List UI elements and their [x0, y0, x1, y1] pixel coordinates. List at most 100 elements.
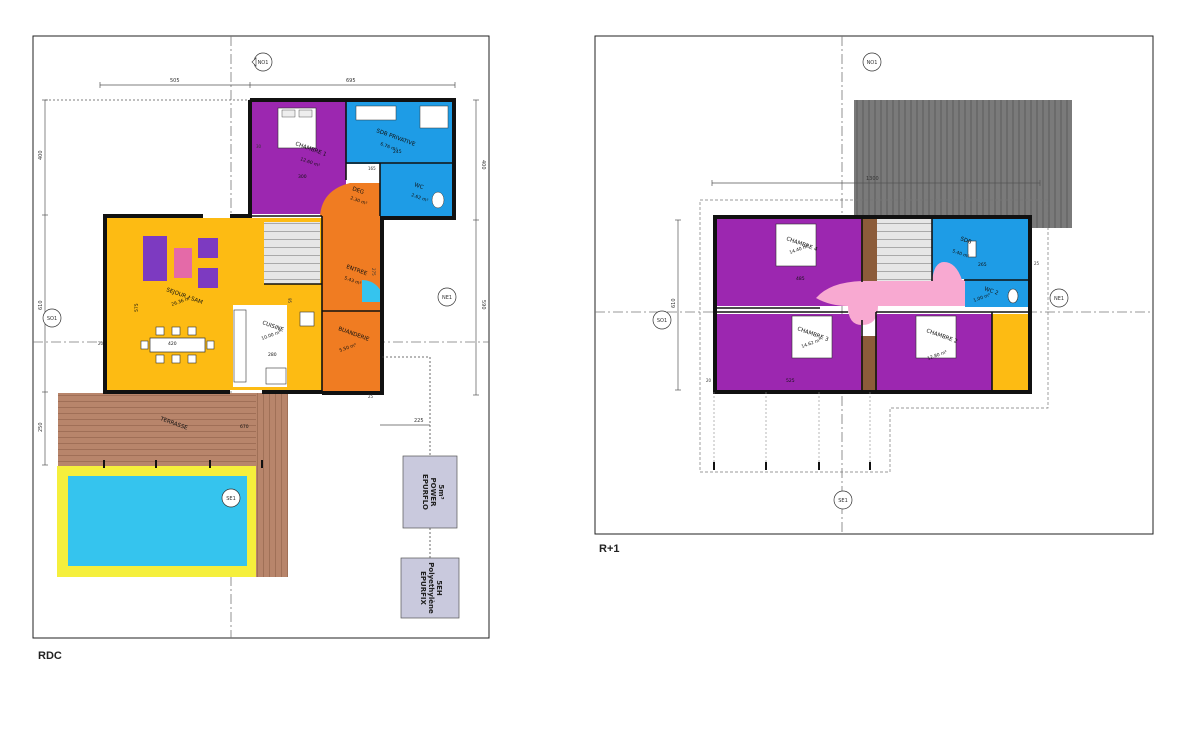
tank2-line1: EPURFIX — [419, 571, 427, 605]
landing — [816, 262, 965, 325]
dim-roof-width: 1300 — [866, 176, 879, 182]
compass-west-r1-text: SO1 — [657, 318, 667, 324]
dim-r1-edge: 25 — [1034, 261, 1040, 266]
dim-right-mid: 590 — [480, 300, 486, 310]
drain-pipe — [382, 356, 431, 558]
dim-cuisine: 280 — [268, 352, 277, 358]
dim-sejour-w: 420 — [168, 341, 177, 347]
dim-left-mid: 610 — [38, 300, 44, 310]
compass-west-r1: SO1 — [652, 310, 672, 330]
roof-slope — [854, 100, 1072, 228]
label-wc: WC — [413, 182, 424, 191]
dim-terrasse: 670 — [240, 424, 249, 430]
r1-post-lines — [713, 392, 871, 462]
area-wc2: 1.00 m² — [973, 292, 992, 304]
compass-north-r1: NO1 — [862, 52, 882, 72]
room-wc — [380, 164, 452, 216]
room-buanderie — [322, 311, 380, 391]
r1-dimension-labels: 1300 610 25 20 — [671, 176, 1040, 383]
compass-east-r1-text: NE1 — [1054, 296, 1064, 302]
dim-sejour-h: 575 — [134, 303, 140, 312]
r1-partitions — [715, 217, 1030, 392]
dim-right-top: 400 — [480, 160, 486, 170]
rdc-partitions — [250, 100, 454, 392]
dim-w5: 165 — [368, 166, 376, 171]
terrace-posts — [103, 460, 263, 468]
dim-w1: 20 — [98, 341, 104, 346]
label-deg: DEG — [351, 186, 364, 196]
compass-south-rdc-text: SE1 — [226, 496, 236, 502]
r1-posts — [713, 462, 871, 470]
staircase — [264, 222, 320, 284]
compass-west-rdc: SO1 — [42, 308, 62, 328]
compass-north-rdc-text: NO1 — [258, 60, 269, 66]
sheet-label-r1: R+1 — [599, 543, 620, 555]
area-sdb-privative: 6.76 m² — [379, 141, 398, 153]
dim-w6: 30 — [256, 144, 262, 149]
rdc-dimension-lines — [42, 82, 479, 466]
dim-w3: 275 — [371, 268, 376, 276]
r1-compass-markers: NO1 NE1 SO1 SE1 — [652, 52, 1069, 510]
room-deg — [320, 183, 380, 216]
dim-top-right: 695 — [346, 78, 356, 84]
staircase-r1 — [877, 219, 932, 281]
terrasse-deck-side — [256, 393, 288, 577]
r1-beds — [775, 223, 1019, 359]
dim-w2: 25 — [368, 394, 374, 399]
tank2-line2: Polyethylène — [427, 562, 435, 614]
wardrobe-2 — [861, 336, 877, 390]
tank1-line1: EPURFLO — [421, 474, 429, 510]
door-swing-entree — [362, 280, 384, 302]
dim-sdb-privative: 245 — [393, 149, 402, 155]
sejour-furniture — [140, 236, 315, 385]
rdc-compass-markers: NO1 NE1 SO1 SE1 — [42, 52, 457, 508]
dim-chambre3: 525 — [786, 378, 795, 384]
r1-roof-outline — [699, 199, 1049, 473]
dim-chambre1: 300 — [298, 174, 307, 180]
dim-chambre4: 485 — [796, 276, 805, 282]
compass-south-r1: SE1 — [833, 490, 853, 510]
r1-dimension-lines — [675, 180, 1041, 391]
label-sdb: SDB — [959, 236, 972, 246]
compass-east-rdc-text: NE1 — [442, 295, 452, 301]
compass-north-rdc: NO1 — [251, 52, 273, 72]
dim-r1-left-bottom: 20 — [706, 378, 712, 383]
compass-north-r1-text: NO1 — [867, 60, 878, 66]
compass-west-rdc-text: SO1 — [47, 316, 57, 322]
tank2-line3: 5EH — [435, 580, 443, 596]
dim-left-bottom: 250 — [38, 422, 44, 432]
compass-south-rdc: SE1 — [221, 488, 241, 508]
dim-r1-left: 610 — [671, 298, 677, 308]
dim-sdb: 265 — [978, 262, 987, 268]
pool-water — [68, 476, 247, 566]
tank1-line2: POWER — [429, 478, 437, 508]
dim-pipe: 225 — [414, 418, 424, 424]
terrasse-deck — [58, 393, 288, 466]
area-wc: 2.62 m² — [410, 192, 429, 204]
room-chambre3 — [717, 314, 861, 390]
compass-east-r1: NE1 — [1049, 288, 1069, 308]
area-deg: 2.30 m² — [349, 195, 368, 207]
tank-epurflo: EPURFLO POWER 5m³ — [402, 455, 458, 529]
compass-south-r1-text: SE1 — [838, 498, 848, 504]
r1-walls — [713, 215, 1032, 394]
tank1-line3: 5m³ — [437, 484, 445, 499]
chambre1-bed — [277, 107, 317, 149]
area-buanderie: 5.50 m² — [339, 342, 358, 354]
dim-left-top: 400 — [38, 150, 44, 160]
sheet-label-rdc: RDC — [38, 650, 62, 662]
rdc-dimension-labels: 505 695 400 610 250 400 590 225 20 25 27… — [38, 78, 486, 432]
label-wc2: WC 2 — [983, 286, 999, 297]
rdc-frame — [32, 35, 490, 639]
dim-w4: 95 — [287, 298, 292, 304]
dim-top-left: 505 — [170, 78, 180, 84]
tank-epurfix: EPURFIX Polyethylène 5EH — [400, 557, 460, 619]
area-sdb: 5.40 m² — [951, 248, 970, 260]
wardrobe-1 — [861, 219, 877, 281]
closet — [992, 314, 1028, 390]
sdb-fixtures — [355, 105, 449, 209]
area-entree: 5.43 m² — [343, 275, 362, 287]
r1-frame — [594, 35, 1154, 535]
compass-east-rdc: NE1 — [437, 287, 457, 307]
